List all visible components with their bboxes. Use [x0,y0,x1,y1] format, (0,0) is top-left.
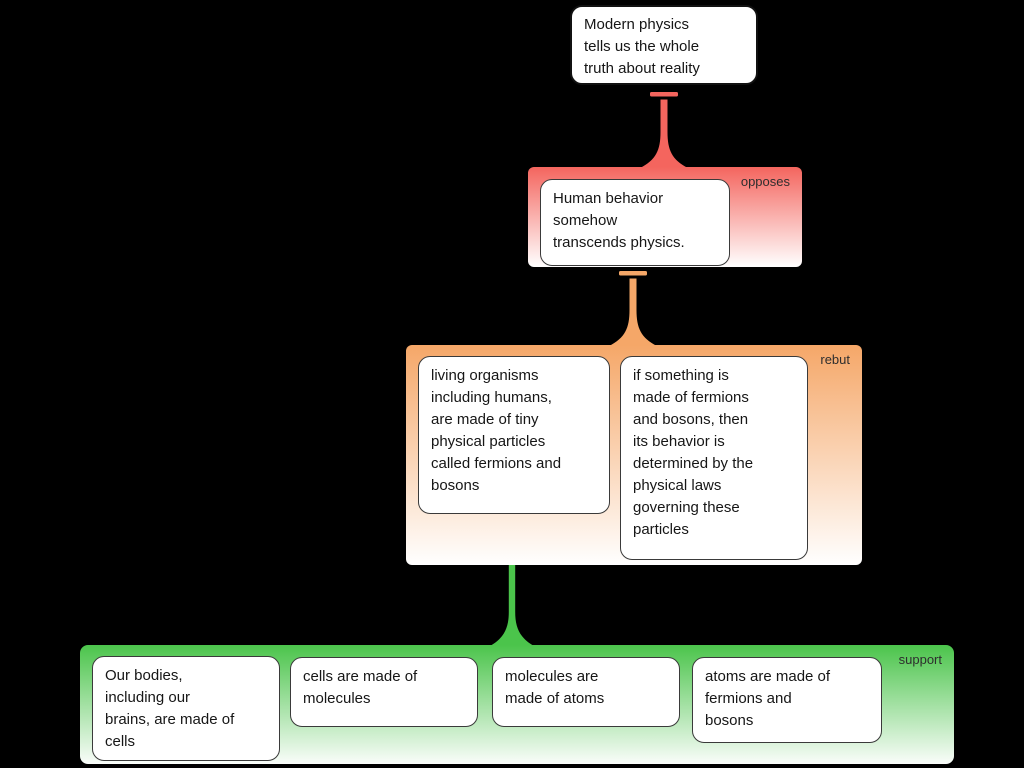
statement-node-atoms-fermions[interactable]: atoms are made of fermions and bosons [692,657,882,743]
statement-node-living-organisms[interactable]: living organisms including humans, are m… [418,356,610,514]
statement-node-human-behavior[interactable]: Human behavior somehow transcends physic… [540,179,730,266]
group-label-opposes: opposes [740,174,790,189]
statement-node-our-bodies[interactable]: Our bodies, including our brains, are ma… [92,656,280,761]
group-label-rebut: rebut [820,352,850,367]
rebut-edge [609,271,657,346]
statement-node-molecules-atoms[interactable]: molecules are made of atoms [492,657,680,727]
opposes-edge [640,92,688,168]
rebut-arrowhead-bar [619,271,647,276]
rebut-edge-stem [609,278,657,346]
statement-node-fermions-behavior[interactable]: if something is made of fermions and bos… [620,356,808,560]
statement-node-cells-molecules[interactable]: cells are made of molecules [290,657,478,727]
group-label-support: support [898,652,942,667]
opposes-edge-stem [640,99,688,168]
opposes-arrowhead-bar [650,92,678,97]
statement-node-modern-physics[interactable]: Modern physics tells us the whole truth … [570,5,758,85]
